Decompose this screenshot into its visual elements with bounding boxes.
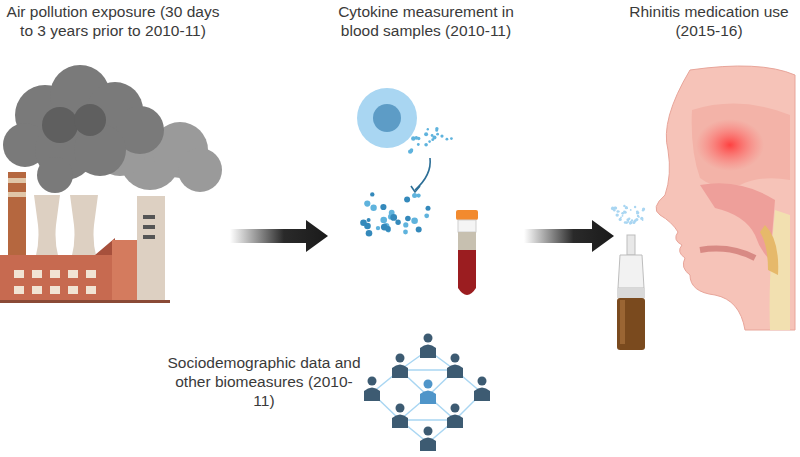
flow-arrow (230, 220, 328, 252)
panel-node: Sociodemographic data and other biomeasu… (165, 353, 363, 423)
panel-caption: Air pollution exposure (30 days to 3 yea… (2, 2, 224, 40)
panel-caption: Sociodemographic data and other biomeasu… (165, 353, 363, 410)
panel-caption: Cytokine measurement in blood samples (2… (334, 2, 518, 40)
flow-arrow (524, 220, 614, 252)
panel-caption: Rhinitis medication use (2015-16) (620, 2, 798, 40)
smoke (3, 65, 222, 193)
panel-node: Air pollution exposure (30 days to 3 yea… (2, 2, 224, 302)
head-profile (656, 66, 795, 330)
people-network (364, 334, 490, 452)
panel-node: Cytokine measurement in blood samples (2… (334, 2, 518, 302)
cell-and-cytokines (357, 88, 478, 295)
panel-node: Rhinitis medication use (2015-16) (620, 2, 798, 352)
spray-bottle (611, 205, 645, 350)
factory (0, 172, 170, 303)
